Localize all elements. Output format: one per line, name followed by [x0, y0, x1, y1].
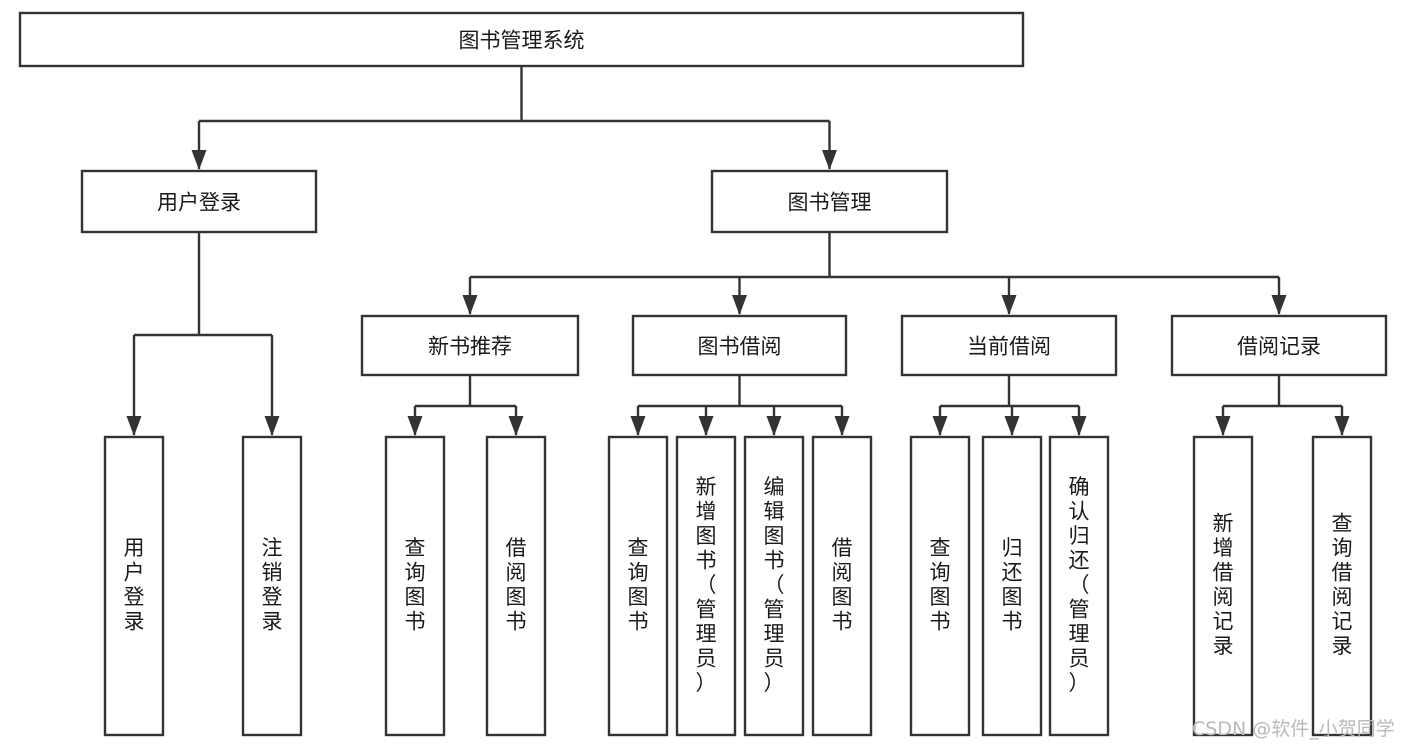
node-leaf-user-login-label: 用户登录	[124, 536, 145, 634]
node-leaf-edit-book-admin-label: 编辑图书（管理员）	[764, 475, 785, 695]
node-leaf-add-borrow-record-rect	[1192, 435, 1254, 737]
node-leaf-return-book-rect	[981, 435, 1043, 737]
arrow-to-leaf-confirm-return-admin	[1071, 416, 1087, 436]
arrow-to-leaf-return-book	[1004, 416, 1020, 436]
node-book-management[interactable]: 图书管理	[710, 169, 949, 234]
node-root-system-rect	[18, 11, 1025, 68]
node-book-borrow-label: 图书借阅	[698, 335, 782, 359]
node-borrow-record-rect	[1170, 314, 1388, 377]
arrow-to-leaf-user-login	[126, 416, 142, 436]
arrow-to-leaf-edit-book-admin	[766, 416, 782, 436]
node-leaf-query-book-current-label: 查询图书	[930, 536, 951, 634]
node-book-management-rect	[710, 169, 949, 234]
node-leaf-confirm-return-admin[interactable]: 确认归还（管理员）	[1048, 435, 1110, 737]
node-user-login-label: 用户登录	[157, 191, 241, 215]
node-leaf-borrow-book-recommend-label: 借阅图书	[506, 536, 527, 634]
node-leaf-query-book-current-rect	[909, 435, 971, 737]
node-leaf-borrow-book-recommend[interactable]: 借阅图书	[485, 435, 547, 737]
arrow-to-leaf-query-book-current	[932, 416, 948, 436]
connector-layer	[126, 66, 1350, 436]
node-leaf-return-book[interactable]: 归还图书	[981, 435, 1043, 737]
node-leaf-query-borrow-record-label: 查询借阅记录	[1332, 512, 1353, 659]
node-leaf-borrow-book-borrow[interactable]: 借阅图书	[811, 435, 873, 737]
node-leaf-query-book-borrow-label: 查询图书	[628, 536, 649, 634]
csdn-watermark: CSDN @软件_小贺同学	[1192, 718, 1395, 740]
node-borrow-record[interactable]: 借阅记录	[1170, 314, 1388, 377]
arrow-to-leaf-add-borrow-record	[1215, 416, 1231, 436]
node-leaf-query-book-recommend-rect	[384, 435, 446, 737]
node-leaf-query-borrow-record-rect	[1311, 435, 1373, 737]
arrow-to-leaf-logout-login	[264, 416, 280, 436]
node-leaf-user-login[interactable]: 用户登录	[103, 435, 165, 737]
node-leaf-return-book-label: 归还图书	[1002, 536, 1023, 634]
node-leaf-query-book-current[interactable]: 查询图书	[909, 435, 971, 737]
arrow-to-leaf-query-book-borrow	[630, 416, 646, 436]
node-leaf-add-borrow-record[interactable]: 新增借阅记录	[1192, 435, 1254, 737]
node-current-borrow-label: 当前借阅	[967, 335, 1051, 359]
node-leaf-edit-book-admin[interactable]: 编辑图书（管理员）	[743, 435, 805, 737]
node-root-system-label: 图书管理系统	[459, 29, 585, 53]
arrow-to-user-login	[191, 150, 207, 170]
node-new-book-recommend-rect	[360, 314, 580, 377]
node-leaf-add-book-admin[interactable]: 新增图书（管理员）	[675, 435, 737, 737]
node-user-login[interactable]: 用户登录	[80, 169, 318, 234]
node-current-borrow[interactable]: 当前借阅	[900, 314, 1118, 377]
node-leaf-query-book-recommend-label: 查询图书	[405, 536, 426, 634]
node-book-borrow[interactable]: 图书借阅	[631, 314, 848, 377]
node-leaf-query-book-recommend[interactable]: 查询图书	[384, 435, 446, 737]
node-leaf-add-book-admin-rect	[675, 435, 737, 737]
node-new-book-recommend-label: 新书推荐	[428, 335, 512, 359]
arrow-to-leaf-borrow-book-borrow	[834, 416, 850, 436]
node-root-system[interactable]: 图书管理系统	[18, 11, 1025, 68]
arrow-to-leaf-borrow-book-recommend	[508, 416, 524, 436]
node-book-management-label: 图书管理	[788, 191, 872, 215]
arrow-to-borrow-record	[1271, 295, 1287, 315]
node-leaf-query-book-borrow-rect	[607, 435, 669, 737]
node-leaf-borrow-book-recommend-rect	[485, 435, 547, 737]
node-leaf-borrow-book-borrow-rect	[811, 435, 873, 737]
node-leaf-borrow-book-borrow-label: 借阅图书	[832, 536, 853, 634]
arrow-to-leaf-query-book-recommend	[407, 416, 423, 436]
node-user-login-rect	[80, 169, 318, 234]
node-layer: 图书管理系统用户登录图书管理新书推荐图书借阅当前借阅借阅记录用户登录注销登录查询…	[18, 11, 1388, 737]
arrow-to-book-management	[822, 150, 837, 170]
node-leaf-query-book-borrow[interactable]: 查询图书	[607, 435, 669, 737]
arrow-to-leaf-add-book-admin	[698, 416, 714, 436]
node-current-borrow-rect	[900, 314, 1118, 377]
arrow-to-current-borrow	[1001, 295, 1017, 315]
node-book-borrow-rect	[631, 314, 848, 377]
node-leaf-add-borrow-record-label: 新增借阅记录	[1213, 512, 1234, 659]
arrow-to-book-borrow	[732, 295, 747, 315]
node-borrow-record-label: 借阅记录	[1237, 335, 1321, 359]
node-leaf-user-login-rect	[103, 435, 165, 737]
node-leaf-confirm-return-admin-label: 确认归还（管理员）	[1069, 475, 1090, 695]
node-leaf-logout-login-rect	[241, 435, 303, 737]
node-leaf-edit-book-admin-rect	[743, 435, 805, 737]
node-leaf-logout-login[interactable]: 注销登录	[241, 435, 303, 737]
arrow-to-new-book-recommend	[462, 295, 478, 315]
node-leaf-logout-login-label: 注销登录	[262, 536, 283, 634]
node-new-book-recommend[interactable]: 新书推荐	[360, 314, 580, 377]
node-leaf-confirm-return-admin-rect	[1048, 435, 1110, 737]
node-leaf-query-borrow-record[interactable]: 查询借阅记录	[1311, 435, 1373, 737]
node-leaf-add-book-admin-label: 新增图书（管理员）	[696, 475, 717, 695]
arrow-to-leaf-query-borrow-record	[1334, 416, 1350, 436]
